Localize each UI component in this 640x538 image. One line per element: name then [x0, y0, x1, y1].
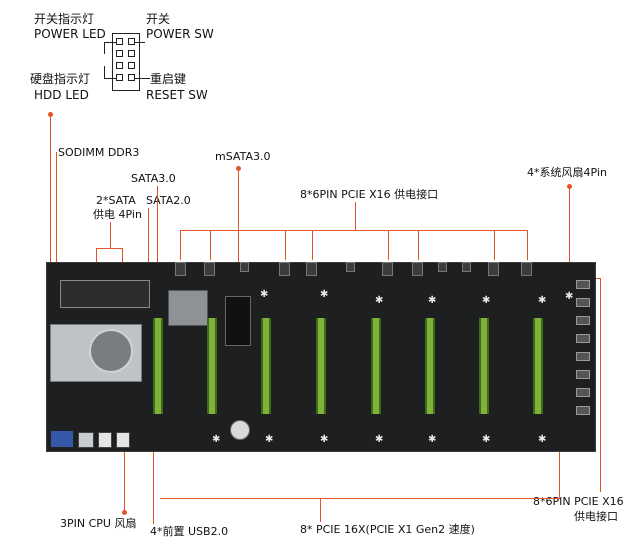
pin-icon — [116, 74, 123, 81]
mounting-hole-icon: ✱ — [482, 434, 491, 445]
usb-port — [98, 432, 112, 448]
pcie-power-connector — [204, 262, 215, 276]
usb-port — [116, 432, 130, 448]
mounting-hole-icon: ✱ — [538, 434, 547, 445]
reset-en-label: RESET SW — [146, 88, 208, 102]
mounting-hole-icon: ✱ — [565, 291, 574, 302]
mounting-hole-icon: ✱ — [320, 289, 329, 300]
pin-icon — [128, 62, 135, 69]
fan-header — [438, 262, 447, 272]
mounting-hole-icon: ✱ — [375, 434, 384, 445]
sata-power-label-2: 供电 4Pin — [93, 208, 142, 221]
pin-icon — [128, 74, 135, 81]
sodimm-label: SODIMM DDR3 — [58, 146, 140, 159]
msata-slot — [225, 296, 251, 346]
pcie-power-connector-right — [576, 280, 590, 289]
pcie-power-connector-right — [576, 352, 590, 361]
hdd-led-en-label: HDD LED — [34, 88, 89, 102]
pcie-power-connector — [521, 262, 532, 276]
mounting-hole-icon: ✱ — [212, 434, 221, 445]
fan-label: 4*系统风扇4Pin — [527, 166, 607, 179]
pcie-power-connector — [412, 262, 423, 276]
pin-icon — [128, 50, 135, 57]
usb-label: 4*前置 USB2.0 — [150, 525, 229, 538]
power-sw-en-label: POWER SW — [146, 27, 214, 41]
cmos-battery-icon — [230, 420, 250, 440]
msata-label: mSATA3.0 — [215, 150, 271, 163]
pcie-slot — [425, 318, 435, 414]
sodimm-slot — [60, 280, 150, 308]
power-led-en-label: POWER LED — [34, 27, 106, 41]
chipset-heatsink-icon — [168, 290, 208, 326]
pcie-power-connector-right — [576, 334, 590, 343]
reset-cn-label: 重启键 — [150, 72, 187, 86]
pcie-slot — [261, 318, 271, 414]
pcie-power-connector — [488, 262, 499, 276]
power-sw-cn-label: 开关 — [146, 12, 171, 26]
cpu-fan-label: 3PIN CPU 风扇 — [60, 517, 137, 530]
mounting-hole-icon: ✱ — [428, 295, 437, 306]
hdd-led-cn-label: 硬盘指示灯 — [30, 72, 91, 86]
pcie-power-connector-right — [576, 316, 590, 325]
pcie-slot — [479, 318, 489, 414]
pin-icon — [116, 38, 123, 45]
pcie-power-connector — [175, 262, 186, 276]
pin-icon — [116, 62, 123, 69]
pcie-power-connector — [279, 262, 290, 276]
pin-icon — [128, 38, 135, 45]
pin-icon — [116, 50, 123, 57]
pcie-power-connector-right — [576, 388, 590, 397]
sata2-label: SATA2.0 — [146, 194, 191, 207]
pcie-power-connector-right — [576, 406, 590, 415]
pcie-power-top-label: 8*6PIN PCIE X16 供电接口 — [300, 188, 439, 201]
cpu-heatsink-icon — [50, 324, 142, 382]
power-led-cn-label: 开关指示灯 — [34, 12, 95, 26]
pcie-slot — [371, 318, 381, 414]
mounting-hole-icon: ✱ — [482, 295, 491, 306]
pcie-slot — [153, 318, 163, 414]
pcie-slot — [533, 318, 543, 414]
fan-header — [240, 262, 249, 272]
mounting-hole-icon: ✱ — [375, 295, 384, 306]
mounting-hole-icon: ✱ — [428, 434, 437, 445]
fan-header — [346, 262, 355, 272]
pcie-power-right-label-1: 8*6PIN PCIE X16 — [533, 495, 624, 508]
pcie-slot — [316, 318, 326, 414]
mounting-hole-icon: ✱ — [260, 289, 269, 300]
lan-port — [78, 432, 94, 448]
sata-power-label-1: 2*SATA — [96, 194, 136, 207]
pcie-power-connector — [306, 262, 317, 276]
pcie-slots-label: 8* PCIE 16X(PCIE X1 Gen2 速度) — [300, 523, 475, 536]
pcie-power-connector-right — [576, 298, 590, 307]
mounting-hole-icon: ✱ — [320, 434, 329, 445]
pcie-slot — [207, 318, 217, 414]
pcie-power-connector — [382, 262, 393, 276]
fan-header — [462, 262, 471, 272]
mounting-hole-icon: ✱ — [538, 295, 547, 306]
mounting-hole-icon: ✱ — [265, 434, 274, 445]
vga-port — [50, 430, 74, 448]
pcie-power-connector-right — [576, 370, 590, 379]
sata3-label: SATA3.0 — [131, 172, 176, 185]
pcie-power-right-label-2: 供电接口 — [574, 510, 618, 523]
